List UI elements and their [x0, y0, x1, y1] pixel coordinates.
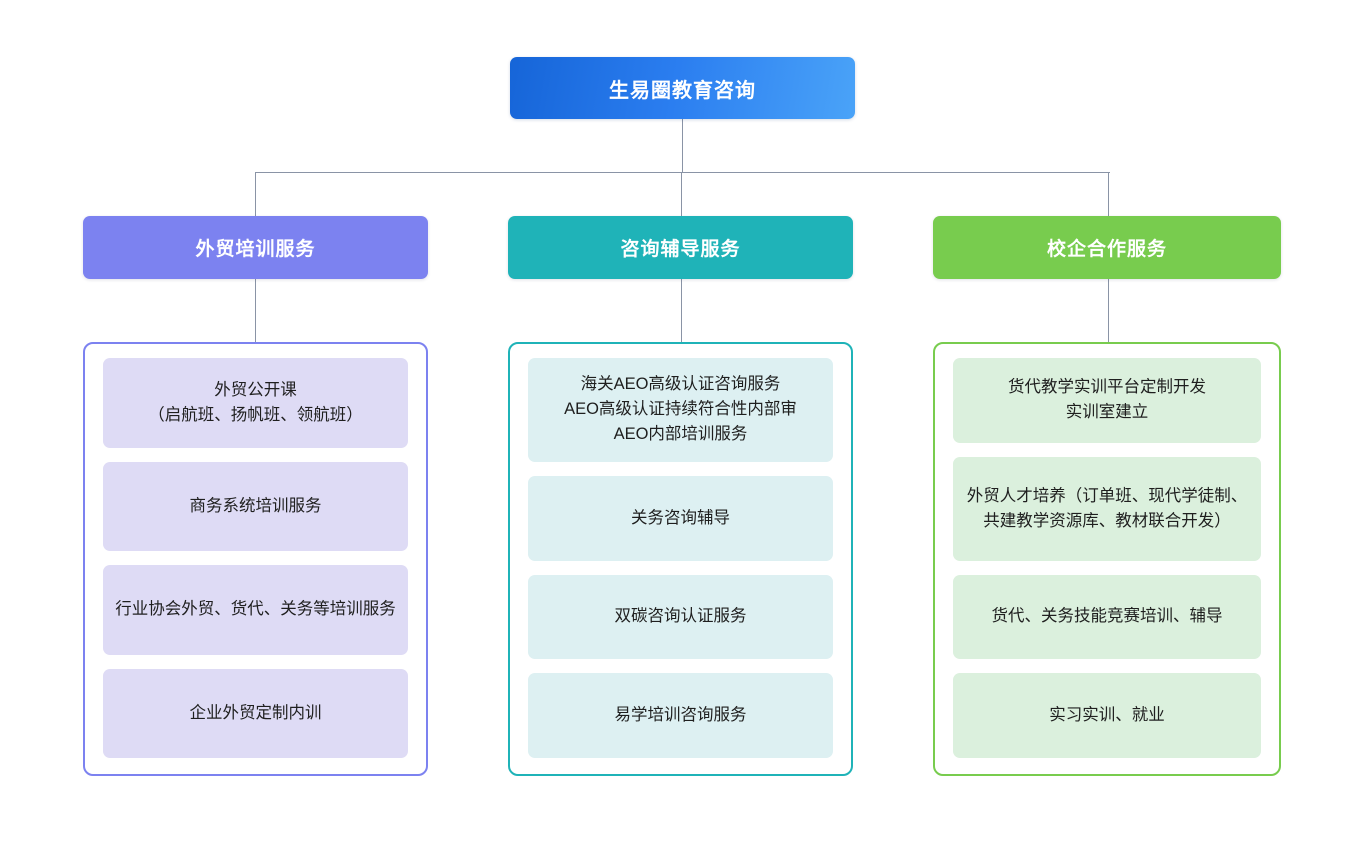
branch-body-school-enterprise: 货代教学实训平台定制开发 实训室建立 外贸人才培养（订单班、现代学徒制、共建教学…: [933, 342, 1281, 776]
connector-drop-branch-2: [681, 172, 683, 217]
service-item-line: 行业协会外贸、货代、关务等培训服务: [115, 600, 396, 619]
service-item-text: 外贸公开课 （启航班、扬帆班、领航班）: [148, 378, 363, 428]
service-item-line: 外贸公开课: [214, 380, 297, 399]
service-item-card[interactable]: 关务咨询辅导: [528, 475, 833, 561]
service-item-card[interactable]: 海关AEO高级认证咨询服务 AEO高级认证持续符合性内部审 AEO内部培训服务: [528, 358, 833, 462]
service-item-card[interactable]: 外贸人才培养（订单班、现代学徒制、共建教学资源库、教材联合开发）: [953, 456, 1261, 561]
connector-header-to-body-1: [255, 279, 257, 342]
service-item-line: 货代、关务技能竞赛培训、辅导: [991, 607, 1223, 626]
branch-header-label: 外贸培训服务: [195, 239, 316, 260]
connector-header-to-body-2: [681, 279, 683, 342]
root-node-label: 生易圈教育咨询: [609, 79, 756, 102]
service-item-line: 关务咨询辅导: [631, 508, 730, 527]
branch-header-label: 咨询辅导服务: [620, 239, 741, 260]
service-item-line: 商务系统培训服务: [189, 496, 322, 515]
branch-body-foreign-trade-training: 外贸公开课 （启航班、扬帆班、领航班） 商务系统培训服务 行业协会外贸、货代、关…: [83, 342, 428, 776]
service-item-line: 货代教学实训平台定制开发: [1008, 378, 1206, 397]
connector-drop-branch-3: [1108, 172, 1110, 217]
service-item-line: （启航班、扬帆班、领航班）: [148, 405, 363, 424]
connector-root-stem: [682, 119, 684, 173]
service-item-text: 货代教学实训平台定制开发 实训室建立: [1008, 375, 1206, 425]
service-item-card[interactable]: 企业外贸定制内训: [103, 668, 408, 758]
connector-header-to-body-3: [1108, 279, 1110, 342]
branch-body-consulting-tutoring: 海关AEO高级认证咨询服务 AEO高级认证持续符合性内部审 AEO内部培训服务 …: [508, 342, 853, 776]
service-item-card[interactable]: 行业协会外贸、货代、关务等培训服务: [103, 565, 408, 655]
service-item-card[interactable]: 外贸公开课 （启航班、扬帆班、领航班）: [103, 358, 408, 448]
branch-column-consulting-tutoring: 咨询辅导服务 海关AEO高级认证咨询服务 AEO高级认证持续符合性内部审 AEO…: [508, 216, 853, 776]
service-item-line: 外贸人才培养（订单班、现代学徒制、共建教学资源库、教材联合开发）: [966, 486, 1248, 530]
service-item-card[interactable]: 商务系统培训服务: [103, 461, 408, 551]
connector-drop-branch-1: [255, 172, 257, 217]
service-item-line: 易学培训咨询服务: [614, 706, 747, 725]
branch-header-consulting-tutoring[interactable]: 咨询辅导服务: [508, 216, 853, 279]
service-item-card[interactable]: 货代教学实训平台定制开发 实训室建立: [953, 358, 1261, 443]
service-item-line: 实习实训、就业: [1049, 706, 1165, 725]
branch-column-foreign-trade-training: 外贸培训服务 外贸公开课 （启航班、扬帆班、领航班） 商务系统培训服务 行业协会…: [83, 216, 428, 776]
branch-header-label: 校企合作服务: [1046, 239, 1167, 260]
branch-column-school-enterprise: 校企合作服务 货代教学实训平台定制开发 实训室建立 外贸人才培养（订单班、现代学…: [933, 216, 1281, 776]
branch-header-school-enterprise[interactable]: 校企合作服务: [933, 216, 1281, 279]
service-item-line: 双碳咨询认证服务: [614, 607, 747, 626]
service-item-line: 海关AEO高级认证咨询服务: [580, 375, 781, 394]
branch-header-foreign-trade-training[interactable]: 外贸培训服务: [83, 216, 428, 279]
service-item-card[interactable]: 易学培训咨询服务: [528, 673, 833, 758]
connector-horizontal-bus: [255, 172, 1110, 174]
service-item-line: 实训室建立: [1065, 403, 1149, 422]
root-node[interactable]: 生易圈教育咨询: [510, 57, 855, 119]
service-item-card[interactable]: 双碳咨询认证服务: [528, 574, 833, 660]
service-item-text: 海关AEO高级认证咨询服务 AEO高级认证持续符合性内部审 AEO内部培训服务: [564, 372, 797, 447]
service-item-line: AEO高级认证持续符合性内部审: [564, 400, 797, 419]
service-item-card[interactable]: 货代、关务技能竞赛培训、辅导: [953, 574, 1261, 660]
service-item-line: 企业外贸定制内训: [189, 703, 322, 722]
service-item-card[interactable]: 实习实训、就业: [953, 673, 1261, 758]
service-item-line: AEO内部培训服务: [613, 425, 748, 444]
